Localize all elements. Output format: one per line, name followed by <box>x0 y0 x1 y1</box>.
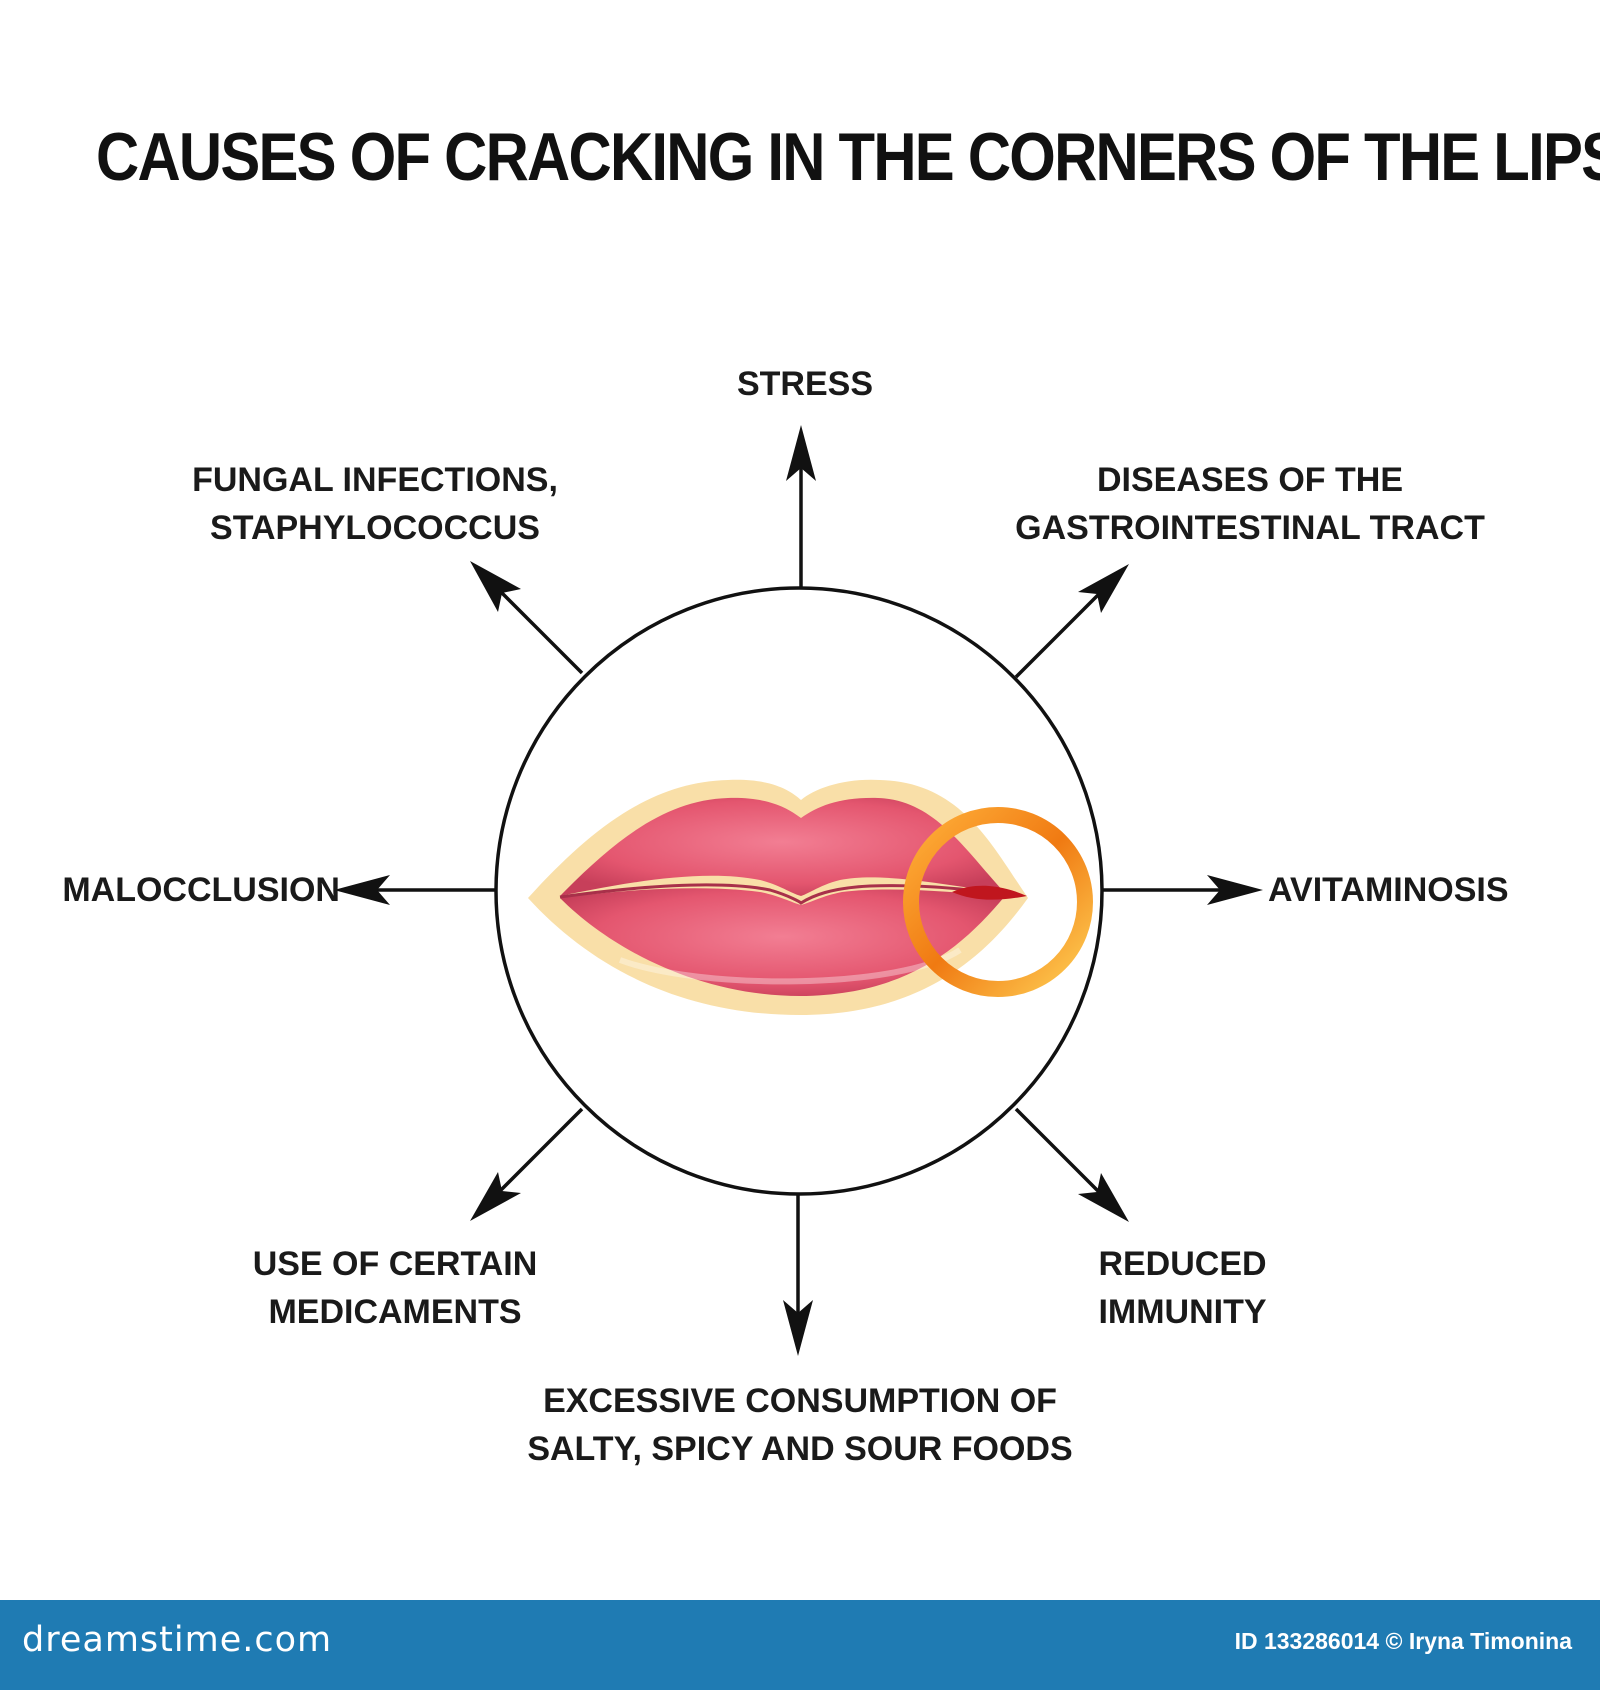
page-title: CAUSES OF CRACKING IN THE CORNERS OF THE… <box>96 119 1600 195</box>
cause-foods-line1: EXCESSIVE CONSUMPTION OF <box>543 1382 1057 1420</box>
arrowhead-upleft <box>470 561 521 612</box>
footer-bar: dreamstime.com ID 133286014 © Iryna Timo… <box>0 1600 1600 1690</box>
arrow-upright-gi <box>1014 581 1112 679</box>
cause-label-avitaminosis: AVITAMINOSIS <box>1268 866 1568 914</box>
cause-immunity-line1: REDUCED <box>1098 1245 1267 1283</box>
upper-lip <box>560 797 1005 896</box>
arrowhead-upright <box>1078 564 1129 613</box>
cause-avitaminosis-line1: AVITAMINOSIS <box>1268 871 1509 909</box>
cause-medicaments-line1: USE OF CERTAIN <box>252 1245 538 1283</box>
arrowhead-downright <box>1078 1173 1129 1222</box>
cause-foods-line2: SALTY, SPICY AND SOUR FOODS <box>527 1430 1073 1468</box>
dreamstime-logo[interactable]: dreamstime.com <box>22 1620 333 1660</box>
highlight-ring <box>903 807 1093 997</box>
crack-mark <box>952 885 1027 900</box>
arrow-downright-immunity <box>1014 1107 1112 1205</box>
arrow-downleft-medicaments <box>488 1107 584 1203</box>
cause-label-malocclusion: MALOCCLUSION <box>40 866 340 914</box>
cause-label-reduced-immunity: REDUCED IMMUNITY <box>1050 1240 1315 1336</box>
cause-fungal-line2: STAPHYLOCOCCUS <box>210 509 540 547</box>
cause-label-fungal-infections: FUNGAL INFECTIONS, STAPHYLOCOCCUS <box>150 456 600 552</box>
arrowheads <box>334 425 1263 1356</box>
cause-gi-line1: DISEASES OF THE <box>1096 461 1404 499</box>
cause-gi-line2: GASTROINTESTINAL TRACT <box>1015 509 1485 547</box>
arrowhead-right <box>1207 875 1263 905</box>
cause-label-medicaments: USE OF CERTAIN MEDICAMENTS <box>230 1240 560 1336</box>
cause-immunity-line2: IMMUNITY <box>1098 1293 1267 1331</box>
arrowhead-down <box>783 1300 813 1356</box>
lips-illustration <box>528 779 1093 1015</box>
arrowhead-up <box>786 425 816 481</box>
cause-medicaments-line2: MEDICAMENTS <box>268 1293 522 1331</box>
cause-stress-line1: STRESS <box>736 365 874 403</box>
cause-label-gastrointestinal: DISEASES OF THE GASTROINTESTINAL TRACT <box>990 456 1510 552</box>
lower-lip <box>560 888 1005 996</box>
image-credit: ID 133286014 © Iryna Timonina <box>1234 1628 1572 1654</box>
cause-label-foods: EXCESSIVE CONSUMPTION OF SALTY, SPICY AN… <box>480 1377 1120 1473</box>
arrowhead-downleft <box>470 1172 521 1221</box>
cause-label-stress: STRESS <box>640 360 970 408</box>
cause-fungal-line1: FUNGAL INFECTIONS, <box>192 461 558 499</box>
cause-malocclusion-line1: MALOCCLUSION <box>62 871 340 909</box>
arrows <box>368 448 1230 1330</box>
arrow-upleft-fungal <box>488 579 584 675</box>
lip-line <box>559 883 1006 905</box>
arrowhead-left <box>334 875 390 905</box>
